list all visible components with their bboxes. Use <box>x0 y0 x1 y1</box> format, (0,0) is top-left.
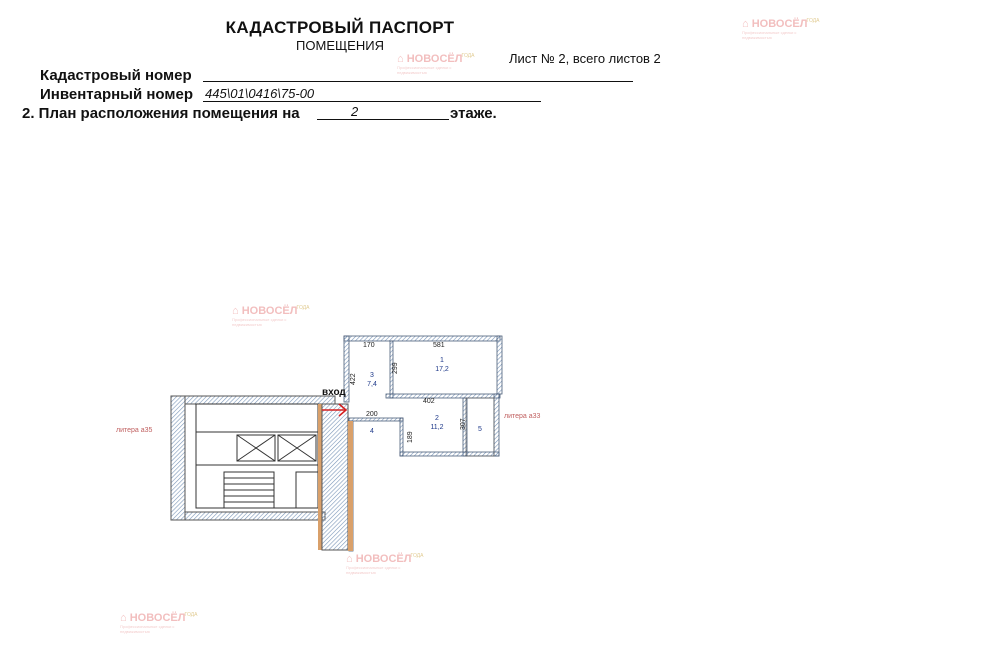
cadastral-number-field <box>203 66 633 82</box>
room-1-number: 1 <box>440 357 444 364</box>
room-3-area: 7,4 <box>367 381 377 388</box>
house-icon: ⌂ <box>232 305 239 317</box>
room-5-outline <box>465 397 495 457</box>
room-5-number: 5 <box>478 426 482 433</box>
room-3-number: 3 <box>370 372 374 379</box>
dim-422: 422 <box>350 373 357 385</box>
watermark-logo: ⌂ НОВОСЁЛ Профессиональные сделки с недв… <box>397 53 475 75</box>
watermark-logo: ⌂ НОВОСЁЛ Профессиональные сделки с недв… <box>232 305 310 327</box>
document-title: КАДАСТРОВЫЙ ПАСПОРТ <box>225 18 455 37</box>
house-icon: ⌂ <box>346 553 353 565</box>
house-icon: ⌂ <box>397 53 404 65</box>
watermark-logo: ⌂ НОВОСЁЛ Профессиональные сделки с недв… <box>742 18 820 40</box>
dim-402: 402 <box>423 398 435 405</box>
dim-299: 299 <box>392 362 399 374</box>
room-2-number: 2 <box>435 415 439 422</box>
dim-581: 581 <box>433 342 445 349</box>
cadastral-number-label: Кадастровый номер <box>40 67 192 84</box>
entrance-label: вход <box>322 387 346 398</box>
dim-170: 170 <box>363 342 375 349</box>
litera-left-label: литера а35 <box>116 427 153 434</box>
neighbor-block <box>170 395 349 551</box>
sheet-number: Лист № 2, всего листов 2 <box>509 51 661 66</box>
floor-field: 2 <box>317 104 449 120</box>
inventory-number-value: 445\01\0416\75-00 <box>205 86 315 101</box>
dim-189: 189 <box>407 431 414 443</box>
entrance-arrow-icon <box>322 403 348 417</box>
litera-right-label: литера а33 <box>504 413 541 420</box>
inventory-number-label: Инвентарный номер <box>40 86 194 103</box>
floor-suffix: этаже. <box>450 105 497 122</box>
room-4-number: 4 <box>370 428 374 435</box>
inventory-number-field: 445\01\0416\75-00 <box>203 86 541 102</box>
dim-307: 307 <box>460 418 467 430</box>
plan-label: 2. План расположения помещения на <box>22 105 300 122</box>
apartment-walls <box>343 335 503 552</box>
dim-200: 200 <box>366 411 378 418</box>
floor-value: 2 <box>351 104 359 119</box>
document-subtitle: ПОМЕЩЕНИЯ <box>296 38 384 53</box>
house-icon: ⌂ <box>742 18 749 30</box>
room-1-area: 17,2 <box>435 366 449 373</box>
room-2-area: 11,2 <box>430 424 443 431</box>
watermark-logo: ⌂ НОВОСЁЛ Профессиональные сделки с недв… <box>120 612 198 634</box>
orange-wall <box>348 421 353 551</box>
house-icon: ⌂ <box>120 612 127 624</box>
watermark-logo: ⌂ НОВОСЁЛ Профессиональные сделки с недв… <box>346 553 424 575</box>
